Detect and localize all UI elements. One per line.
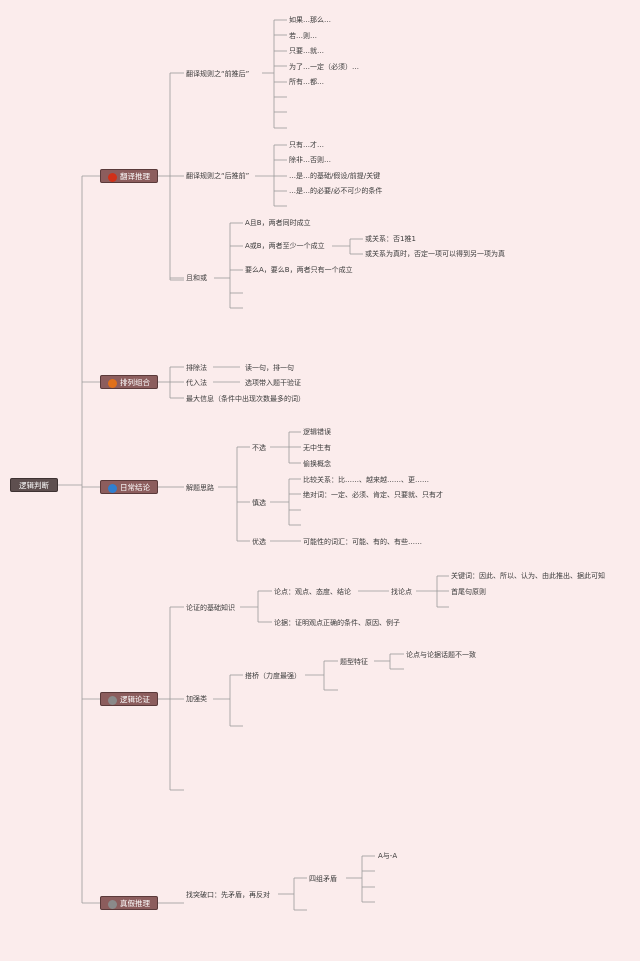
list-item[interactable]: 首尾句原则 <box>451 588 486 596</box>
bridge[interactable]: 搭桥（力度最强） <box>245 672 301 680</box>
list-item[interactable]: 可能性的词汇：可能、有的、有些…… <box>303 538 422 546</box>
list-item[interactable]: 若…则… <box>289 32 317 40</box>
method-desc[interactable]: 选项带入题干验证 <box>245 379 301 387</box>
list-item[interactable]: 除非…否则… <box>289 156 331 164</box>
argument-basics[interactable]: 论证的基础知识 <box>186 604 235 612</box>
group-prefer[interactable]: 优选 <box>252 538 266 546</box>
category-label: 真假推理 <box>120 899 150 908</box>
blue-circle-icon <box>108 483 117 493</box>
list-item[interactable]: …是…的基础/假设/前提/关键 <box>289 172 381 180</box>
list-item[interactable]: 关键词：因此、所以、认为、由此推出、据此可知 <box>451 572 605 580</box>
branch-and-or[interactable]: 且和或 <box>186 274 207 282</box>
category-translation-reasoning[interactable]: 翻译推理 <box>100 169 158 183</box>
category-permutation[interactable]: 排列组合 <box>100 375 158 389</box>
category-logical-argument[interactable]: 逻辑论证 <box>100 692 158 706</box>
category-label: 翻译推理 <box>120 172 150 181</box>
solving-approach[interactable]: 解题思路 <box>186 484 214 492</box>
method-substitution[interactable]: 代入法 <box>186 379 207 387</box>
red-circle-icon <box>108 172 117 182</box>
method-max-info[interactable]: 最大信息（条件中出现次数最多的词） <box>186 395 305 403</box>
category-label: 逻辑论证 <box>120 695 150 704</box>
list-item[interactable]: 偷换概念 <box>303 460 331 468</box>
list-item[interactable]: 绝对词：一定、必须、肯定、只要就、只有才 <box>303 491 443 499</box>
list-item[interactable]: A且B，两者同时成立 <box>245 219 311 227</box>
list-item[interactable]: A或B，两者至少一个成立 <box>245 242 325 250</box>
list-item[interactable]: …是…的必要/必不可少的条件 <box>289 187 383 195</box>
list-item[interactable]: 只有…才… <box>289 141 324 149</box>
breakthrough[interactable]: 找突破口：先矛盾，再反对 <box>186 891 270 899</box>
four-contradictions[interactable]: 四组矛盾 <box>309 875 337 883</box>
method-desc[interactable]: 读一句，排一句 <box>245 364 294 372</box>
branch-forward[interactable]: 翻译规则之“前推后” <box>186 70 250 78</box>
group-careful[interactable]: 慎选 <box>252 499 266 507</box>
strengthen-type[interactable]: 加强类 <box>186 695 207 703</box>
category-label: 日常结论 <box>120 483 150 492</box>
list-item[interactable]: 所有…都… <box>289 78 324 86</box>
list-item[interactable]: 为了…一定（必须）… <box>289 63 359 71</box>
question-feature[interactable]: 题型特征 <box>340 658 368 666</box>
category-truth-reasoning[interactable]: 真假推理 <box>100 896 158 910</box>
category-daily-conclusion[interactable]: 日常结论 <box>100 480 158 494</box>
gray-circle-icon <box>108 899 117 909</box>
method-exclusion[interactable]: 排除法 <box>186 364 207 372</box>
list-item[interactable]: A与-A <box>378 852 398 860</box>
category-label: 排列组合 <box>120 378 150 387</box>
list-item[interactable]: 逻辑错误 <box>303 428 331 436</box>
orange-circle-icon <box>108 378 117 388</box>
gray-circle-icon <box>108 695 117 705</box>
or-rule[interactable]: 或关系：否1推1 <box>365 235 416 243</box>
list-item[interactable]: 论点与论据话题不一致 <box>406 651 476 659</box>
list-item[interactable]: 要么A，要么B，两者只有一个成立 <box>245 266 353 274</box>
argument-point[interactable]: 论点：观点、态度、结论 <box>274 588 351 596</box>
branch-backward[interactable]: 翻译规则之“后推前” <box>186 172 250 180</box>
find-point[interactable]: 找论点 <box>391 588 412 596</box>
or-rule[interactable]: 或关系为真时，否定一项可以得到另一项为真 <box>365 250 505 258</box>
group-not-select[interactable]: 不选 <box>252 444 266 452</box>
list-item[interactable]: 无中生有 <box>303 444 331 452</box>
argument-evidence[interactable]: 论据：证明观点正确的条件、原因、例子 <box>274 619 400 627</box>
root-node[interactable]: 逻辑判断 <box>10 478 58 492</box>
list-item[interactable]: 如果…那么… <box>289 16 331 24</box>
list-item[interactable]: 只要…就… <box>289 47 324 55</box>
list-item[interactable]: 比较关系：比……、越来越……、更…… <box>303 476 429 484</box>
